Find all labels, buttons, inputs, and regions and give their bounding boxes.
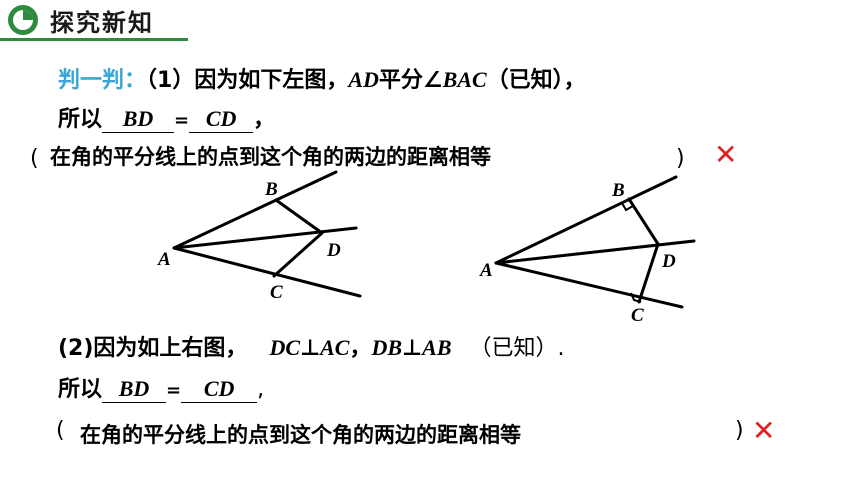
q1-text-after: （已知）， [486,68,586,93]
q2-comma-mid: ， [349,336,372,361]
q1-comma: ， [253,107,276,132]
judge-label: 判一判： [58,68,147,93]
q2-answer-blank-2: CD [181,376,258,403]
right-ray-ac [494,261,684,309]
right-angle-mark-c [630,292,642,303]
q1-ad: AD [348,67,379,92]
q2-cross-mark: ✕ [752,414,776,447]
pie-icon [8,5,38,35]
right-ray-ad [494,239,696,265]
left-label-b: B [265,179,278,200]
q1-paren-open: ( [30,146,39,171]
left-label-c: C [270,282,283,303]
q1-paren-close: ) [676,146,685,171]
q1-number: （1） [146,68,195,93]
right-segment-dc [637,242,660,304]
q2-number: (2) [58,336,94,361]
section-header: 探究新知 [0,0,860,44]
right-ray-ab [494,175,678,265]
q1-statement: 判一判：（1）因为如下左图，AD平分∠BAC（已知）， [58,62,586,94]
q2-ab: AB [422,335,452,360]
q2-text-before: 因为如上右图， [93,336,248,361]
right-segment-bd [627,197,660,246]
right-angle-mark-b [621,202,634,212]
q2-known: （已知）. [469,336,565,361]
q2-reason: 在角的平分线上的点到这个角的两边的距离相等 [80,423,521,447]
q1-text-mid: 平分∠ [378,68,443,93]
right-label-d: D [662,251,676,272]
right-label-a: A [480,260,493,281]
left-ray-ab [172,170,338,250]
q2-answer-blank-1: BD [102,376,167,403]
q2-perp-1: ⊥ [300,336,321,361]
right-label-c: C [631,305,644,326]
q2-so: 所以 [58,377,103,402]
right-figure [494,175,696,309]
q2-statement: (2)因为如上右图，DC⊥AC，DB⊥AB（已知）. [58,330,565,362]
q2-db: DB [371,335,403,360]
left-segment-bd [274,198,324,235]
section-title: 探究新知 [50,9,154,37]
q2-perp-2: ⊥ [402,336,423,361]
q1-reason: 在角的平分线上的点到这个角的两边的距离相等 [50,145,491,169]
q2-paren-close: ) [735,418,744,443]
q1-answer-blank-1: BD [102,106,175,133]
left-ray-ac [172,246,362,298]
q2-comma: , [257,377,265,402]
q1-cross-mark: ✕ [714,138,738,171]
left-segment-dc [272,231,324,278]
right-angle-marks [621,202,642,303]
q2-ac: AC [320,335,350,360]
header-underline [0,38,188,41]
q1-equals: = [174,110,190,131]
q1-so: 所以 [58,107,103,132]
left-figure [172,170,362,298]
left-label-a: A [158,249,171,270]
left-ray-ad [172,226,358,250]
q1-text-before: 因为如下左图， [194,68,349,93]
q2-dc: DC [269,335,300,360]
right-label-b: B [612,180,625,201]
q2-equals: = [166,380,182,401]
q1-answer-blank-2: CD [189,106,254,133]
q2-paren-open: ( [56,418,65,443]
left-label-d: D [327,240,341,261]
q1-bac: BAC [442,67,487,92]
